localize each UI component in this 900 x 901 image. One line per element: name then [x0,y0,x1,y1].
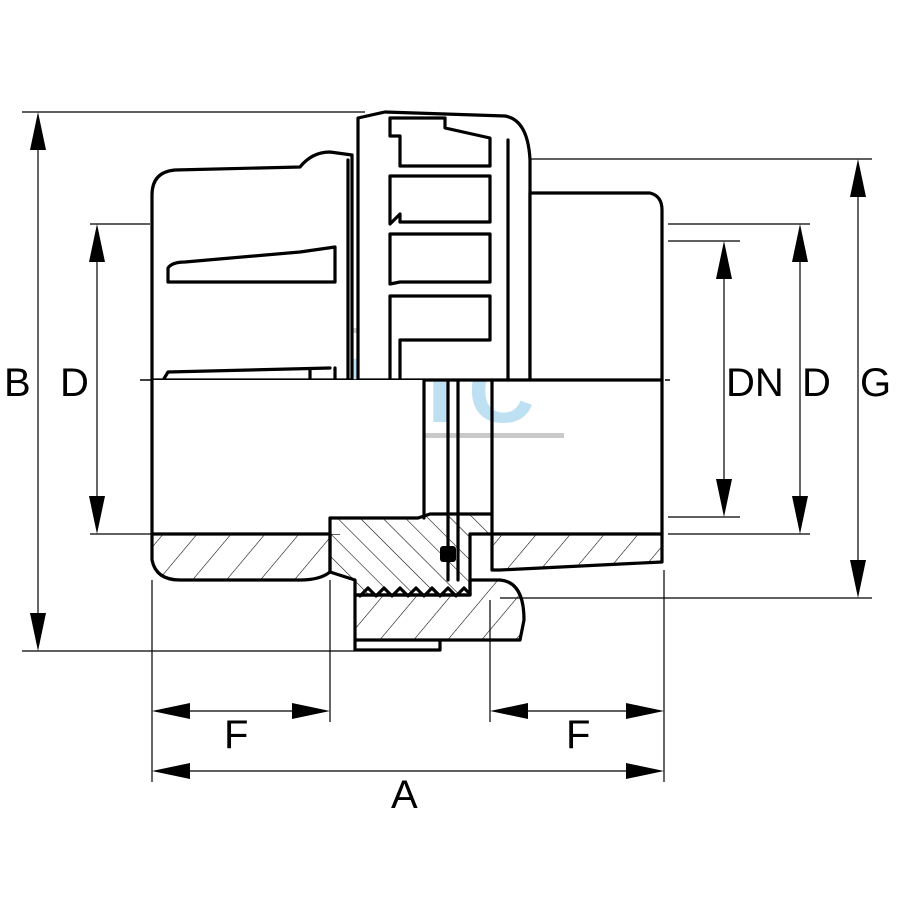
dimension-labels: B D DN D G F F A [4,361,891,817]
left-end-section [328,512,494,597]
union-nut-rib-3 [388,232,492,286]
label-G: G [860,361,891,405]
left-socket-rib [166,245,337,284]
label-F-left: F [224,713,248,757]
union-upper-exterior [150,110,664,384]
label-D-left: D [60,361,89,405]
union-nut-rib-1 [388,116,492,168]
right-socket-body [528,191,664,382]
label-DN: DN [726,361,784,405]
label-D-right: D [802,361,831,405]
left-socket-lower-edge [160,366,332,384]
dimension-lines [30,112,866,779]
union-nut-rib-2 [388,174,492,226]
watermark-bar-bottom [316,433,564,438]
union-nut-section [353,578,526,642]
left-socket-section [150,532,332,582]
right-socket-section [490,532,664,572]
label-B: B [4,361,31,405]
union-lower-section [150,378,664,652]
label-A: A [391,773,418,817]
o-ring-seal [440,546,456,562]
label-F-right: F [566,713,590,757]
thread-profile [358,586,472,598]
extension-lines [22,111,872,782]
